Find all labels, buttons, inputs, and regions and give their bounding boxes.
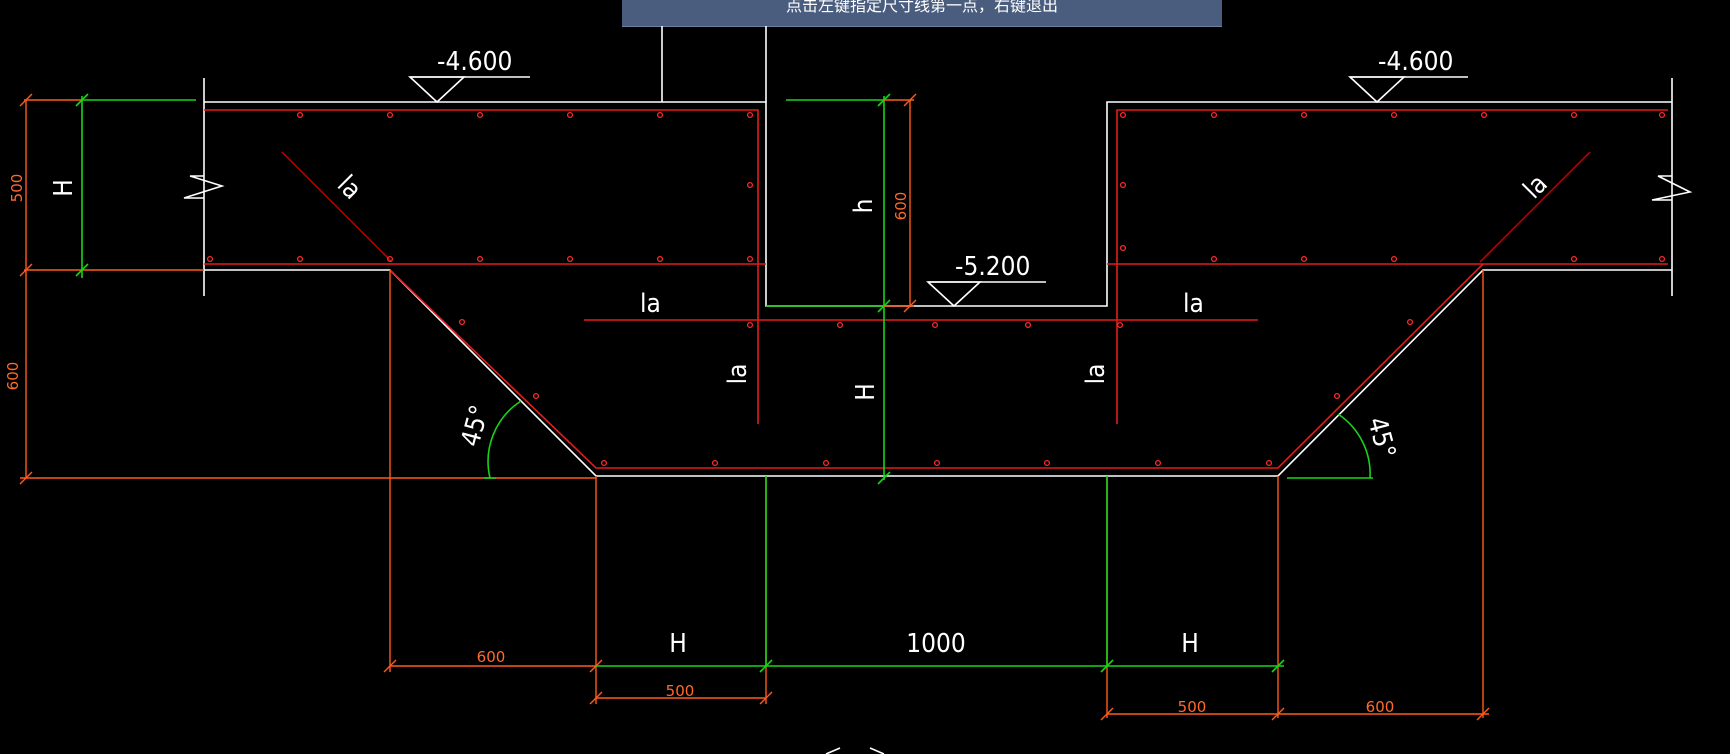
dim-pit-depth: 600 (892, 192, 910, 221)
dim-pit-h: h (849, 199, 879, 214)
angle-marker-left: 45° (456, 400, 522, 479)
dim-bottom-H-right: H (1181, 629, 1199, 659)
elevation-right-text: -4.600 (1378, 47, 1453, 77)
dim-left-H: H (49, 179, 79, 197)
dim-bottom-left-offset: 600 (477, 648, 506, 666)
angle-marker-right: 45° (1287, 413, 1401, 479)
command-prompt-tooltip: 点击左键指定尺寸线第一点，右键退出 (622, 0, 1222, 27)
angle-left-text: 45° (456, 402, 496, 450)
concrete-outline (183, 26, 1693, 477)
dim-left-drop: 600 (4, 362, 22, 391)
elevation-marker-left: -4.600 (407, 47, 530, 104)
command-prompt-text: 点击左键指定尺寸线第一点，右键退出 (785, 0, 1058, 15)
la-label-left-vertical: la (723, 364, 753, 385)
crosshair-cursor (825, 747, 885, 754)
elevation-left-text: -4.600 (437, 47, 512, 77)
la-label-right-diagonal: la (1518, 169, 1554, 205)
dim-bottom-right-500: 500 (1178, 698, 1207, 716)
elevation-pit-text: -5.200 (955, 252, 1030, 282)
bottom-dimensions: 600 H 1000 H 500 500 600 (383, 270, 1490, 721)
elevation-marker-pit: -5.200 (925, 252, 1046, 308)
dim-bottom-left-500: 500 (666, 682, 695, 700)
dim-left-thickness: 500 (8, 174, 26, 203)
la-label-right-vertical: la (1081, 364, 1111, 385)
left-dimensions: 500 600 H (4, 93, 596, 485)
elevation-marker-right: -4.600 (1347, 47, 1468, 104)
la-label-left-horizontal: la (640, 289, 661, 319)
la-label-left-diagonal: la (331, 170, 367, 206)
anchorage-labels: la la la la la la (331, 169, 1554, 384)
dim-pit-H: H (851, 383, 881, 401)
dim-bottom-right-offset: 600 (1366, 698, 1395, 716)
rebar-lines (204, 109, 1668, 469)
pit-dimensions: 600 h H (766, 93, 917, 485)
la-label-right-horizontal: la (1183, 289, 1204, 319)
dim-bottom-H-left: H (669, 629, 687, 659)
rebar-dots (206, 111, 1666, 467)
dim-bottom-pit-width: 1000 (906, 629, 966, 659)
